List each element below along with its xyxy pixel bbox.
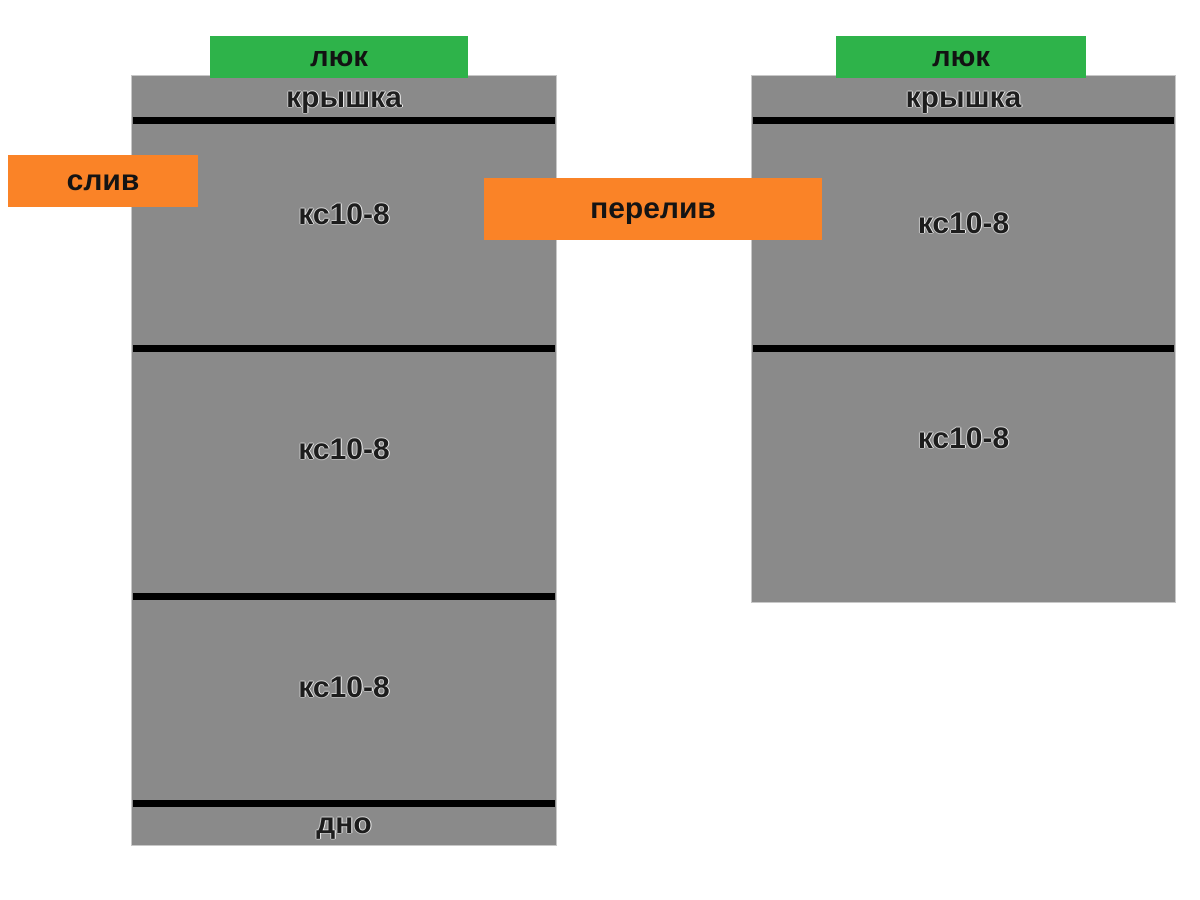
tank-right-hatch-label: люк [932, 40, 990, 73]
tank-left-hatch-callout[interactable]: люк [210, 36, 468, 78]
tank-right-body[interactable] [752, 76, 1175, 602]
overflow-pipe-callout[interactable]: перелив [484, 178, 822, 240]
tank-right-divider-ring-1 [753, 345, 1174, 352]
tank-left-divider-ring-2 [133, 593, 555, 600]
tank-left-ring-1-label: кс10-8 [298, 198, 390, 231]
tank-left-ring-3-label: кс10-8 [298, 671, 390, 704]
tank-left-divider-bottom [133, 800, 555, 807]
tank-right-ring-1-label: кс10-8 [917, 207, 1010, 240]
tank-right-hatch-callout[interactable]: люк [836, 36, 1086, 78]
tank-right-lid-label: крышка [905, 81, 1022, 114]
tank-left-bottom-label: дно [316, 807, 372, 840]
tank-left-lid-label: крышка [286, 81, 402, 114]
tank-left-divider-lid [133, 117, 555, 124]
overflow-pipe-label: перелив [590, 192, 716, 225]
tank-left-hatch-label: люк [310, 40, 368, 73]
drain-pipe-label: слив [66, 164, 140, 197]
tank-right-ring-2-label: кс10-8 [917, 422, 1010, 455]
tank-left-divider-ring-1 [133, 345, 555, 352]
tank-left-ring-2-label: кс10-8 [298, 433, 390, 466]
tank-right-divider-lid [753, 117, 1174, 124]
drain-pipe-callout[interactable]: слив [8, 155, 198, 207]
